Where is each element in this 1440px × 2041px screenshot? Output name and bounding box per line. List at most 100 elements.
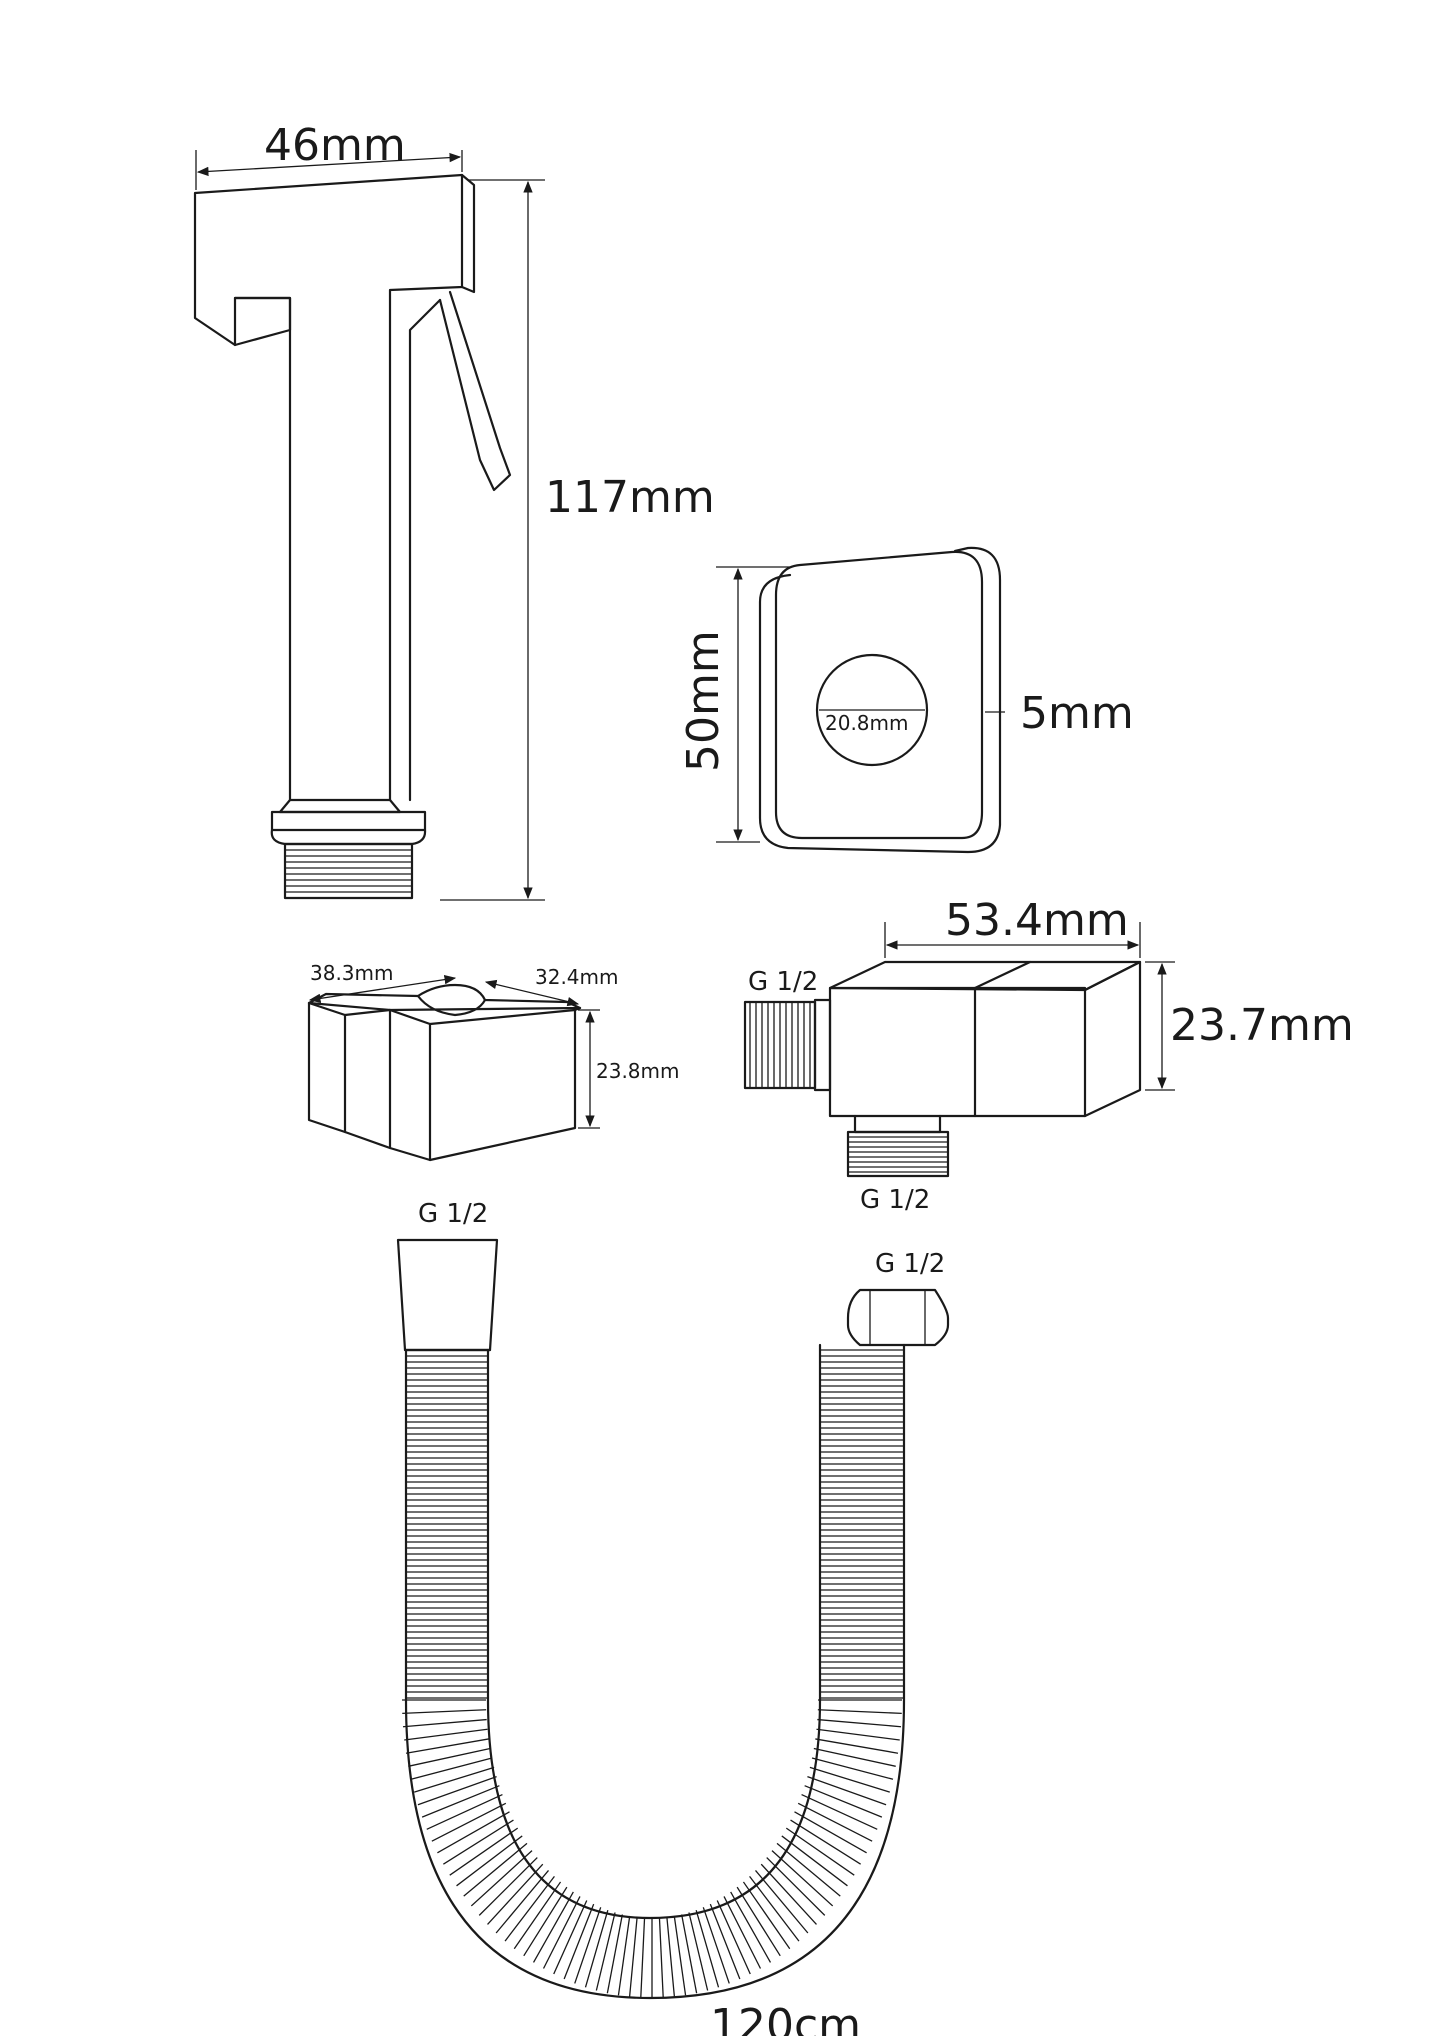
hose-rib	[553, 1900, 588, 1975]
hose-rib	[817, 1709, 902, 1715]
valve-length-label: 53.4mm	[945, 895, 1129, 946]
hose-rib	[804, 1785, 883, 1818]
hose-rib	[813, 1747, 896, 1767]
dimension-32-4mm: 32.4mm	[484, 965, 619, 1007]
dimension-53-4mm: 53.4mm	[884, 895, 1141, 958]
hose-rib	[688, 1912, 709, 1991]
hose-rib	[523, 1886, 568, 1957]
hose-rib	[487, 1863, 544, 1925]
hose-rib	[421, 1785, 500, 1818]
hose-rib	[408, 1747, 491, 1767]
hose-rib	[807, 1775, 887, 1806]
hose-rib	[437, 1811, 510, 1854]
dimension-23-8mm: 23.8mm	[578, 1009, 680, 1129]
sprayer-head	[193, 173, 512, 900]
dimension-46mm: 46mm	[195, 120, 463, 190]
dimension-5mm: 5mm	[985, 688, 1134, 739]
hose-rib	[402, 1709, 487, 1715]
hose-rib	[658, 1917, 664, 1998]
hose-rib	[760, 1863, 817, 1925]
hose-rib	[404, 1728, 488, 1741]
hose-rib	[794, 1811, 867, 1854]
hose-rib	[405, 1738, 489, 1754]
hose-rib	[542, 1896, 581, 1969]
hose-rib	[563, 1903, 595, 1980]
hose-rib	[771, 1850, 834, 1907]
angle-valve: G 1/2 G 1/2	[743, 960, 1142, 1215]
hose-rib	[815, 1738, 899, 1754]
hose-rib	[716, 1900, 751, 1975]
hose-rib	[410, 1757, 493, 1780]
hose-rib	[781, 1835, 848, 1887]
hose-right-thread-label: G 1/2	[875, 1249, 945, 1279]
hose-rib	[414, 1766, 495, 1793]
hose-rib	[755, 1870, 809, 1934]
hose-corrugation	[402, 1349, 904, 1998]
hose-rib	[456, 1835, 523, 1887]
hose-rib	[749, 1875, 800, 1942]
hose-rib	[797, 1802, 873, 1842]
plate-height-label: 50mm	[678, 630, 729, 772]
hose-rib	[790, 1819, 861, 1865]
hole-diameter-label: 20.8mm	[825, 711, 909, 735]
hose-length-label: 120cm	[710, 2000, 861, 2036]
wall-plate: 20.8mm	[758, 546, 1002, 854]
holder-length-label: 38.3mm	[310, 961, 394, 985]
hose-rib	[574, 1907, 602, 1984]
hose-rib	[584, 1909, 609, 1988]
valve-inlet-thread-label: G 1/2	[748, 967, 818, 997]
hose-rib	[628, 1917, 638, 1997]
hose-rib	[606, 1914, 623, 1994]
hose-rib	[470, 1850, 533, 1907]
hose-rib	[809, 1766, 890, 1793]
hose-rib	[702, 1907, 730, 1984]
hose-rib	[666, 1917, 676, 1997]
holder	[307, 983, 582, 1162]
hose-rib	[402, 1718, 487, 1728]
sprayer-thread	[285, 849, 412, 893]
hose-rib	[595, 1912, 616, 1991]
valve-outlet-thread-label: G 1/2	[860, 1185, 930, 1215]
hose-rib	[817, 1718, 902, 1728]
hose-rib	[532, 1891, 574, 1963]
hose-left-thread-label: G 1/2	[418, 1199, 488, 1229]
valve-height-label: 23.7mm	[1170, 1000, 1354, 1051]
hose-rib	[478, 1857, 538, 1916]
hose-rib	[463, 1842, 528, 1897]
hose-rib	[617, 1915, 631, 1996]
hose-rib	[801, 1793, 878, 1830]
hose-rib	[723, 1896, 762, 1969]
hose-rib	[443, 1819, 514, 1865]
hose: G 1/2 G 1/2 120cm	[396, 1199, 950, 2041]
hose-rib	[431, 1802, 507, 1842]
hose-rib	[417, 1775, 497, 1806]
hose-rib	[673, 1915, 687, 1996]
hose-rib	[742, 1881, 791, 1950]
hose-rib	[730, 1891, 772, 1963]
hose-rib	[766, 1857, 826, 1916]
hose-rib	[816, 1728, 900, 1741]
hose-rib	[640, 1917, 646, 1998]
plate-thickness-label: 5mm	[1020, 688, 1134, 739]
holder-width-label: 32.4mm	[535, 965, 619, 989]
dimension-23-7mm: 23.7mm	[1145, 961, 1354, 1091]
hose-rib	[426, 1793, 503, 1830]
sprayer-height-label: 117mm	[545, 472, 715, 523]
hose-rib	[776, 1842, 841, 1897]
hose-rib	[495, 1870, 549, 1934]
hose-rib	[513, 1881, 562, 1950]
holder-height-label: 23.8mm	[596, 1059, 680, 1083]
hose-rib	[736, 1886, 781, 1957]
dimension-50mm: 50mm	[678, 566, 790, 843]
hose-rib	[695, 1909, 720, 1988]
valve-outlet-thread	[848, 1136, 948, 1173]
hose-rib	[681, 1914, 698, 1994]
sprayer-width-label: 46mm	[264, 120, 406, 171]
dimension-117mm: 117mm	[440, 179, 715, 901]
hose-rib	[811, 1757, 894, 1780]
hose-rib	[449, 1827, 519, 1876]
hose-rib	[785, 1827, 855, 1876]
hose-rib	[709, 1903, 741, 1980]
